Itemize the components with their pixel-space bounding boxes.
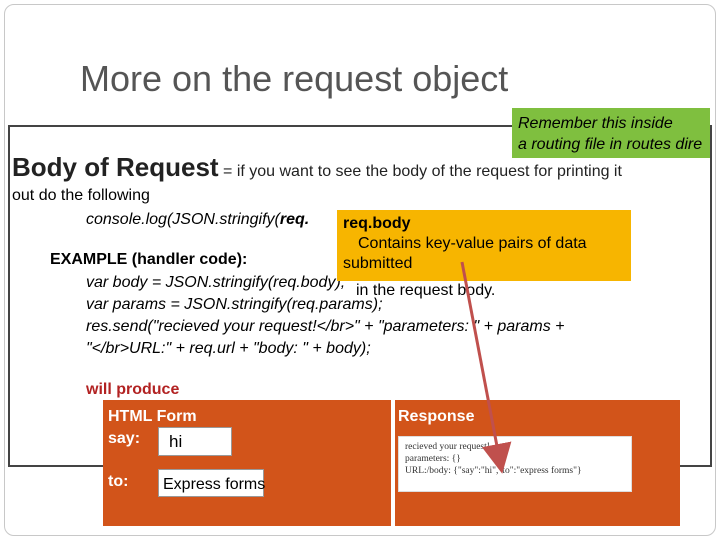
req-body-line-2: submitted: [343, 255, 413, 272]
content-box-right-edge: [710, 125, 712, 467]
to-input[interactable]: Express forms: [158, 469, 265, 497]
code-line-2: var params = JSON.stringify(req.params);: [86, 296, 383, 313]
remember-line-2: a routing file in routes dire: [518, 136, 703, 153]
to-label: to:: [108, 473, 129, 490]
slide-title: More on the request object: [80, 58, 509, 99]
response-title: Response: [398, 408, 475, 425]
html-form-title: HTML Form: [108, 408, 197, 425]
will-produce-label: will produce: [86, 381, 180, 398]
response-screenshot: recieved your request! parameters: {} UR…: [398, 436, 632, 492]
req-body-line-1: Contains key-value pairs of data: [358, 235, 587, 252]
remember-line-1: Remember this inside: [518, 115, 673, 132]
req-body-overflow-text: in the request body.: [356, 282, 496, 299]
heading-rest: = if you want to see the body of the req…: [218, 163, 622, 180]
code-line-3: res.send("recieved your request!</br>" +…: [86, 318, 565, 335]
req-body-title: req.body: [343, 215, 411, 232]
example-label: EXAMPLE (handler code):: [50, 251, 248, 268]
code-line-1: var body = JSON.stringify(req.body);: [86, 274, 346, 291]
heading-big: Body of Request: [12, 152, 219, 182]
say-input[interactable]: hi: [158, 427, 232, 456]
panel-divider: [391, 400, 395, 526]
say-label: say:: [108, 430, 141, 447]
response-line-3: URL:/body: {"say":"hi","to":"express for…: [405, 466, 582, 476]
body-heading: Body of Request = if you want to see the…: [12, 152, 622, 183]
heading-continuation: out do the following: [12, 187, 150, 204]
console-log-bold: req.: [279, 211, 310, 228]
code-line-4: "</br>URL:" + req.url + "body: " + body)…: [86, 340, 371, 357]
remember-callout: Remember this inside a routing file in r…: [512, 108, 710, 158]
req-body-callout: req.body Contains key-value pairs of dat…: [337, 210, 631, 281]
response-line-2: parameters: {}: [405, 454, 461, 464]
console-log-line: console.log(JSON.stringify(req.: [86, 211, 309, 229]
console-log-prefix: console.log(JSON.stringify(: [86, 211, 280, 228]
response-line-1: recieved your request!: [405, 442, 490, 452]
